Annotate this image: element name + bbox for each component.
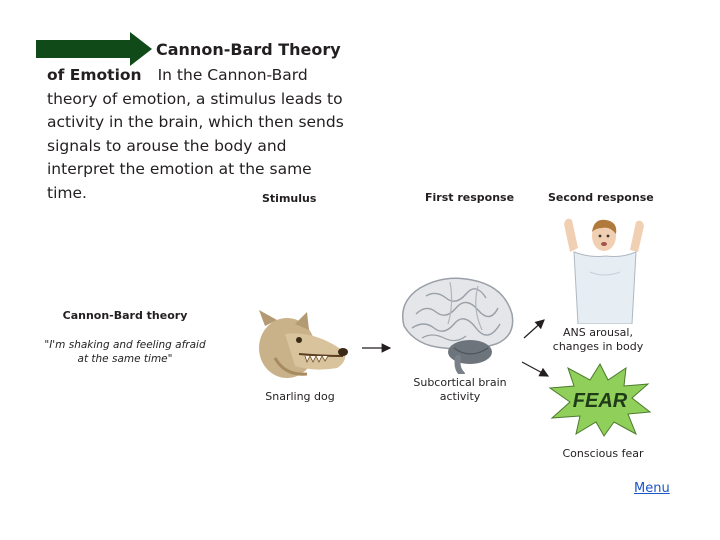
ans-arousal-label: ANS arousal, changes in body [552, 326, 644, 353]
caption-lead: of Emotion [47, 66, 142, 84]
fear-starburst-icon: FEAR [548, 362, 652, 437]
frightened-person-illustration [564, 218, 644, 324]
flow-arrows [362, 319, 550, 377]
stimulus-label: Snarling dog [265, 390, 335, 403]
menu-link[interactable]: Menu [634, 481, 670, 496]
first-response-column-header: First response [425, 191, 515, 204]
green-arrow-icon [36, 32, 152, 66]
caption-body: In the Cannon-Bard theory of emotion, a … [47, 66, 344, 202]
first-response-label: Subcortical brain activity [413, 376, 507, 403]
theory-quote: "I'm shaking and feeling afraid at the s… [44, 339, 206, 365]
arrow-brain-to-fear [521, 361, 550, 377]
second-response-column-header: Second response [548, 191, 654, 204]
theory-name: Cannon-Bard theory [62, 309, 188, 322]
fear-sign-text: FEAR [573, 390, 628, 412]
theory-heading: Cannon-Bard Theory [156, 40, 341, 59]
conscious-fear-label: Conscious fear [562, 447, 644, 460]
snarling-dog-illustration [259, 310, 348, 378]
stimulus-column-header: Stimulus [262, 192, 317, 205]
brain-illustration [402, 277, 514, 374]
arrow-brain-to-body [523, 319, 545, 339]
